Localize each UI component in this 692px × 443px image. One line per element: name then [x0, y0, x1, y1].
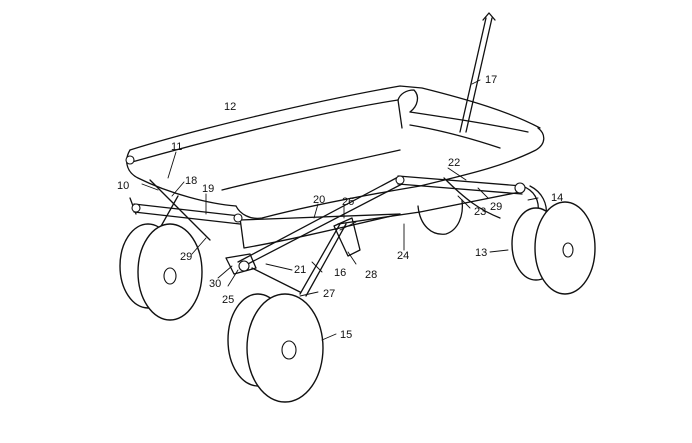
label-21: 21 [294, 264, 306, 276]
label-16: 16 [334, 267, 346, 279]
label-25: 25 [222, 294, 234, 306]
label-19: 19 [202, 183, 214, 195]
label-14: 14 [551, 192, 563, 204]
front-left-wheel [119, 223, 203, 321]
label-18: 18 [185, 175, 197, 187]
fabric-body [126, 85, 545, 249]
pull-handle [459, 12, 496, 133]
label-15: 15 [340, 329, 352, 341]
label-20: 20 [313, 194, 325, 206]
label-17: 17 [485, 74, 497, 86]
reference-numerals: 10 11 12 13 14 15 16 17 18 19 20 21 22 2… [117, 74, 563, 341]
label-28: 28 [365, 269, 377, 281]
label-10: 10 [117, 180, 129, 192]
label-13: 13 [475, 247, 487, 259]
frame [125, 155, 548, 297]
label-27: 27 [323, 288, 335, 300]
label-22: 22 [448, 157, 460, 169]
label-23: 23 [474, 206, 486, 218]
label-30: 30 [209, 278, 221, 290]
label-29-left: 29 [180, 251, 192, 263]
leader-lines [141, 79, 539, 341]
label-11: 11 [171, 141, 182, 153]
front-right-wheel [227, 293, 324, 403]
label-26: 26 [342, 196, 354, 208]
rear-right-wheel [511, 201, 596, 295]
label-12: 12 [224, 101, 236, 113]
label-24: 24 [397, 250, 409, 262]
rear-left-wheel [417, 199, 464, 235]
label-29-right: 29 [490, 201, 502, 213]
